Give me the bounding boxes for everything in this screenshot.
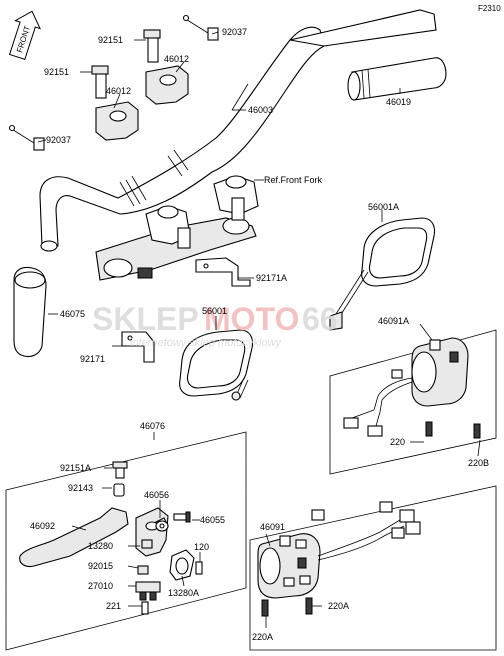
collar-92143 bbox=[113, 483, 125, 497]
left-grip-46075 bbox=[13, 266, 47, 358]
bracket-92171A bbox=[195, 257, 251, 287]
watermark-brand-b: MOTO bbox=[204, 301, 299, 337]
washer-46056 bbox=[155, 520, 169, 532]
label-46076: 46076 bbox=[140, 421, 165, 431]
part-labels: 92037 92151 46012 92151 46012 92037 4600… bbox=[30, 27, 489, 642]
cable-band-left-92037 bbox=[8, 124, 45, 151]
label-220A-bottom: 220A bbox=[252, 632, 273, 642]
label-92151A: 92151A bbox=[60, 463, 91, 473]
watermark-brand-a: SKLEP bbox=[92, 301, 199, 337]
figure-code: F2310 bbox=[478, 4, 501, 13]
label-46019: 46019 bbox=[386, 97, 411, 107]
box-46076 bbox=[5, 431, 247, 651]
screw-221 bbox=[141, 601, 149, 615]
label-92171: 92171 bbox=[80, 354, 105, 364]
label-220A-right: 220A bbox=[328, 601, 349, 611]
front-arrow-icon: FRONT bbox=[8, 10, 42, 61]
screw-120 bbox=[195, 561, 203, 575]
label-13280: 13280 bbox=[88, 541, 113, 551]
clamp-13280A bbox=[169, 549, 195, 581]
label-221: 221 bbox=[106, 601, 121, 611]
label-13280A: 13280A bbox=[168, 588, 199, 598]
label-92037-top: 92037 bbox=[222, 27, 247, 37]
mirror-right-56001A bbox=[329, 217, 436, 331]
label-92171A: 92171A bbox=[256, 273, 287, 283]
watermark-brand-c: 66 bbox=[302, 301, 338, 337]
label-46012-a: 46012 bbox=[164, 54, 189, 64]
label-92151-b: 92151 bbox=[44, 67, 69, 77]
label-46056: 46056 bbox=[144, 490, 169, 500]
label-46091A: 46091A bbox=[378, 316, 409, 326]
label-46003: 46003 bbox=[248, 105, 273, 115]
label-46055: 46055 bbox=[200, 515, 225, 525]
label-220B: 220B bbox=[468, 458, 489, 468]
watermark-tagline: internetowy sklep motocyklowy bbox=[130, 337, 283, 349]
upper-fork-clamp bbox=[95, 175, 259, 281]
label-46075: 46075 bbox=[60, 309, 85, 319]
handlebar-clamp-upper bbox=[143, 29, 189, 105]
switch-27010 bbox=[135, 581, 161, 601]
bracket-92171 bbox=[121, 331, 155, 363]
label-56001A: 56001A bbox=[368, 202, 399, 212]
label-92143: 92143 bbox=[68, 483, 93, 493]
label-46012-b: 46012 bbox=[106, 86, 131, 96]
right-grip-46019 bbox=[347, 57, 447, 101]
clutch-lever-46092 bbox=[19, 507, 129, 568]
label-220: 220 bbox=[390, 437, 405, 447]
bolt-92151A bbox=[112, 461, 128, 479]
watermark: SKLEP MOTO 66 internetowy sklep motocykl… bbox=[92, 301, 338, 349]
handlebar-clamp-lower bbox=[91, 65, 139, 141]
label-92151-a: 92151 bbox=[98, 35, 123, 45]
nut-92015 bbox=[137, 565, 149, 575]
left-handlebar-switch-46091 bbox=[257, 501, 421, 617]
handlebar-46003 bbox=[39, 9, 437, 252]
mirror-left-56001 bbox=[179, 329, 254, 401]
label-46091: 46091 bbox=[260, 522, 285, 532]
label-120: 120 bbox=[194, 542, 209, 552]
label-27010: 27010 bbox=[88, 581, 113, 591]
cable-band-top-92037 bbox=[182, 14, 219, 41]
box-46091 bbox=[249, 485, 497, 651]
label-92015: 92015 bbox=[88, 561, 113, 571]
lever-holder-46056 bbox=[135, 507, 169, 557]
screw-46055 bbox=[173, 511, 191, 523]
label-46092: 46092 bbox=[30, 521, 55, 531]
leader-lines bbox=[37, 31, 481, 628]
label-92037-left: 92037 bbox=[46, 135, 71, 145]
label-ref-front-fork: Ref.Front Fork bbox=[264, 175, 323, 185]
label-56001: 56001 bbox=[202, 306, 227, 316]
right-handlebar-switch-46091A bbox=[343, 337, 481, 439]
